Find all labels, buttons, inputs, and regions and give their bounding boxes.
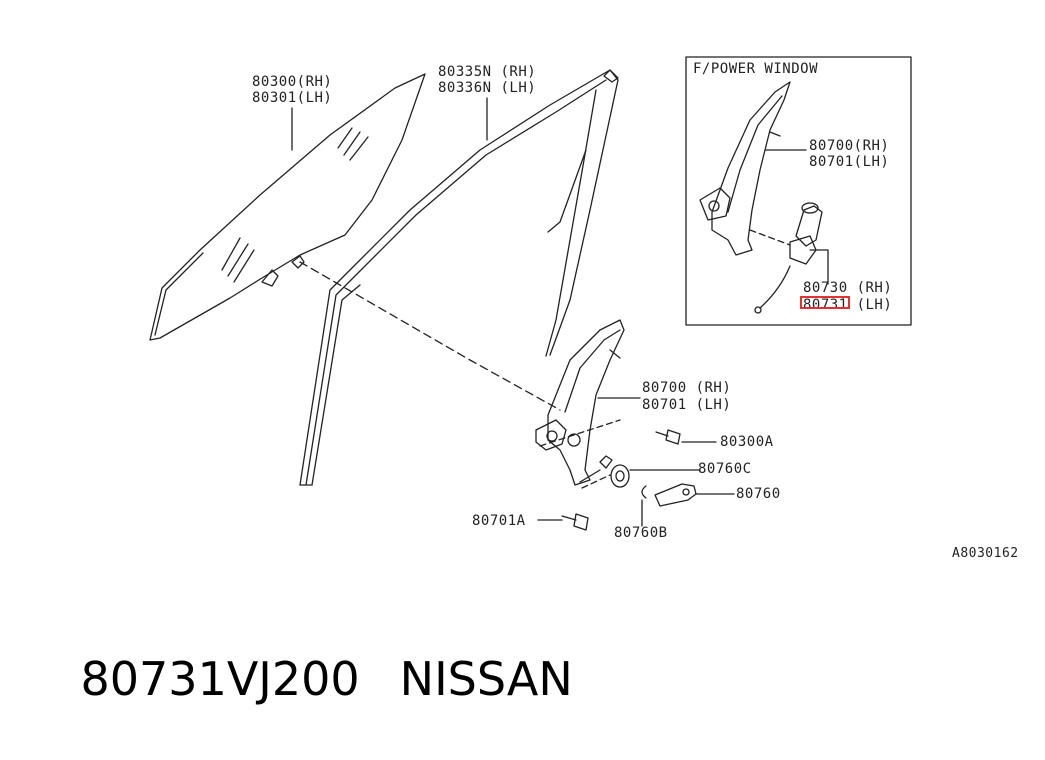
label-inset-regulator-rh: 80700(RH) <box>809 138 890 154</box>
label-bolt-80300a: 80300A <box>720 434 774 450</box>
washer-80760c-drawing <box>610 464 630 488</box>
label-sash-rh: 80335N (RH) <box>438 64 537 80</box>
inset-regulator-drawing <box>699 81 791 256</box>
bolt-80300a-drawing <box>655 429 681 445</box>
label-sash-lh: 80336N (LH) <box>438 80 537 96</box>
label-handle-80760: 80760 <box>736 486 781 502</box>
drawing-code: A8030162 <box>952 546 1019 561</box>
door-glass-drawing <box>149 73 426 341</box>
parts-diagram: 80300(RH) 80301(LH) 80335N (RH) 80336N (… <box>81 56 1019 706</box>
label-glass-lh: 80301(LH) <box>252 90 333 106</box>
footer-caption: 80731VJ200 NISSAN <box>22 598 613 760</box>
label-washer-80760c: 80760C <box>698 461 752 477</box>
sash-channel-drawing <box>299 69 619 486</box>
motor-drawing <box>754 202 823 314</box>
label-motor-rh: 80730 (RH) <box>803 280 893 296</box>
label-motor-lh: 80731 (LH) <box>803 297 893 313</box>
bolt-80701a-drawing <box>561 513 589 531</box>
label-glass-rh: 80300(RH) <box>252 74 333 90</box>
motor-leader-line <box>809 249 829 285</box>
inset-frame <box>685 56 912 326</box>
assembly-dashed-line <box>299 261 561 411</box>
highlight-box <box>800 296 850 309</box>
diagram-drawing <box>149 56 912 531</box>
label-clip-80760b: 80760B <box>614 525 668 541</box>
label-bolt-80701a: 80701A <box>472 513 526 529</box>
label-inset-regulator-lh: 80701(LH) <box>809 154 890 170</box>
clip-80760b-drawing <box>641 485 647 499</box>
regulator-drawing <box>535 319 625 486</box>
inset-title: F/POWER WINDOW <box>693 61 819 77</box>
footer-brand: NISSAN <box>399 652 573 706</box>
label-regulator-rh: 80700 (RH) <box>642 380 732 396</box>
footer-part-number: 80731VJ200 <box>80 652 360 706</box>
handle-80760-drawing <box>654 483 697 507</box>
label-regulator-lh: 80701 (LH) <box>642 397 732 413</box>
